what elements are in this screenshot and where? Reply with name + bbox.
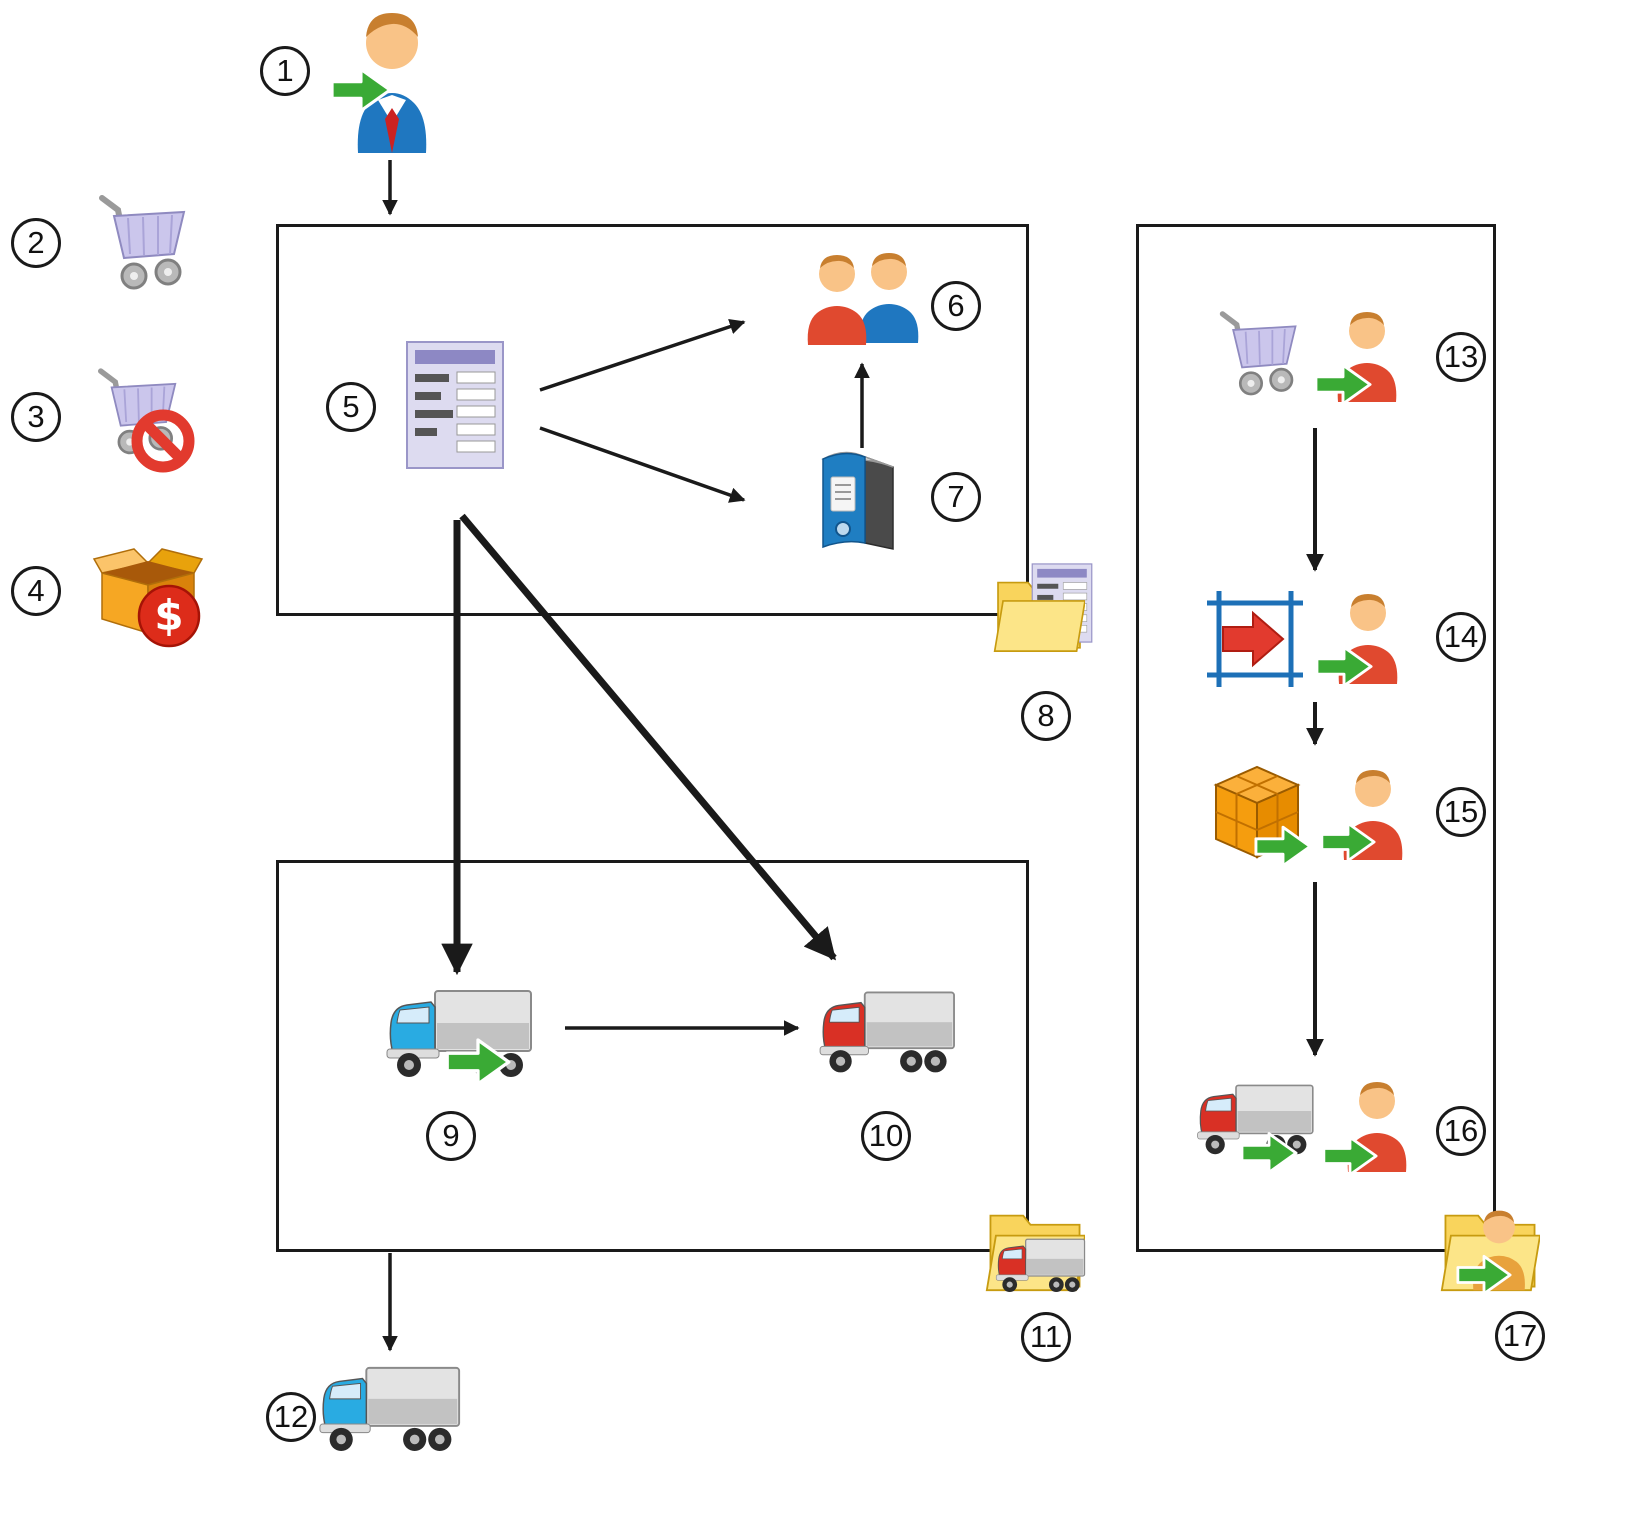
step-badge-13: 13 bbox=[1436, 332, 1486, 382]
step-label: 12 bbox=[273, 1399, 309, 1434]
step-label: 4 bbox=[27, 573, 45, 608]
step-badge-7: 7 bbox=[931, 472, 981, 522]
step-badge-12: 12 bbox=[266, 1392, 316, 1442]
salesperson-with-green-arrow-icon bbox=[330, 5, 445, 155]
step-label: 2 bbox=[27, 225, 45, 260]
step-label: 11 bbox=[1029, 1319, 1063, 1354]
step-label: 8 bbox=[1037, 698, 1055, 733]
step-badge-8: 8 bbox=[1021, 691, 1071, 741]
step-badge-9: 9 bbox=[426, 1111, 476, 1161]
ring-binder-icon bbox=[805, 443, 900, 555]
folder-with-red-truck-icon bbox=[983, 1196, 1093, 1304]
step-badge-5: 5 bbox=[326, 382, 376, 432]
step-label: 13 bbox=[1443, 339, 1479, 374]
step-badge-4: 4 bbox=[11, 566, 61, 616]
prohibition-icon bbox=[131, 409, 195, 473]
step-label: 17 bbox=[1502, 1318, 1538, 1353]
frame-red-arrow-icon bbox=[1207, 591, 1303, 687]
step-label: 16 bbox=[1443, 1113, 1479, 1148]
shopping-cart-icon bbox=[88, 188, 198, 300]
step-badge-14: 14 bbox=[1436, 612, 1486, 662]
blue-truck-icon bbox=[318, 1360, 463, 1462]
step-label: 6 bbox=[947, 288, 965, 323]
right-group-box bbox=[1136, 224, 1496, 1252]
step-badge-2: 2 bbox=[11, 218, 61, 268]
step-label: 9 bbox=[442, 1118, 460, 1153]
step-label: 5 bbox=[342, 389, 360, 424]
cube-with-green-arrow-and-person-icon bbox=[1202, 757, 1424, 872]
step-badge-1: 1 bbox=[260, 46, 310, 96]
open-box-with-dollar-icon: $ bbox=[92, 543, 204, 653]
step-badge-10: 10 bbox=[861, 1111, 911, 1161]
svg-text:$: $ bbox=[154, 591, 183, 640]
step-badge-16: 16 bbox=[1436, 1106, 1486, 1156]
dollar-badge-icon: $ bbox=[137, 584, 201, 648]
shopping-cart-with-person-icon bbox=[1210, 305, 1425, 410]
step-label: 14 bbox=[1443, 619, 1479, 654]
red-truck-icon bbox=[818, 985, 958, 1080]
selection-frame-red-arrow-with-person-icon bbox=[1205, 585, 1425, 693]
step-label: 15 bbox=[1443, 794, 1479, 829]
folder-with-document-icon bbox=[993, 560, 1095, 675]
step-label: 10 bbox=[868, 1118, 904, 1153]
step-label: 3 bbox=[27, 399, 45, 434]
two-people-icon bbox=[798, 250, 928, 345]
blue-truck-with-green-arrow-icon bbox=[385, 983, 535, 1091]
step-badge-6: 6 bbox=[931, 281, 981, 331]
folder-with-person-green-arrow-icon bbox=[1438, 1196, 1548, 1304]
step-badge-15: 15 bbox=[1436, 787, 1486, 837]
red-truck-with-green-arrow-and-person-icon bbox=[1196, 1075, 1424, 1185]
step-badge-17: 17 bbox=[1495, 1311, 1545, 1361]
step-label: 7 bbox=[947, 479, 965, 514]
step-badge-3: 3 bbox=[11, 392, 61, 442]
shopping-cart-blocked-icon bbox=[88, 362, 198, 477]
step-label: 1 bbox=[276, 53, 294, 88]
step-badge-11: 11 bbox=[1021, 1312, 1071, 1362]
order-form-document-icon bbox=[405, 340, 505, 470]
